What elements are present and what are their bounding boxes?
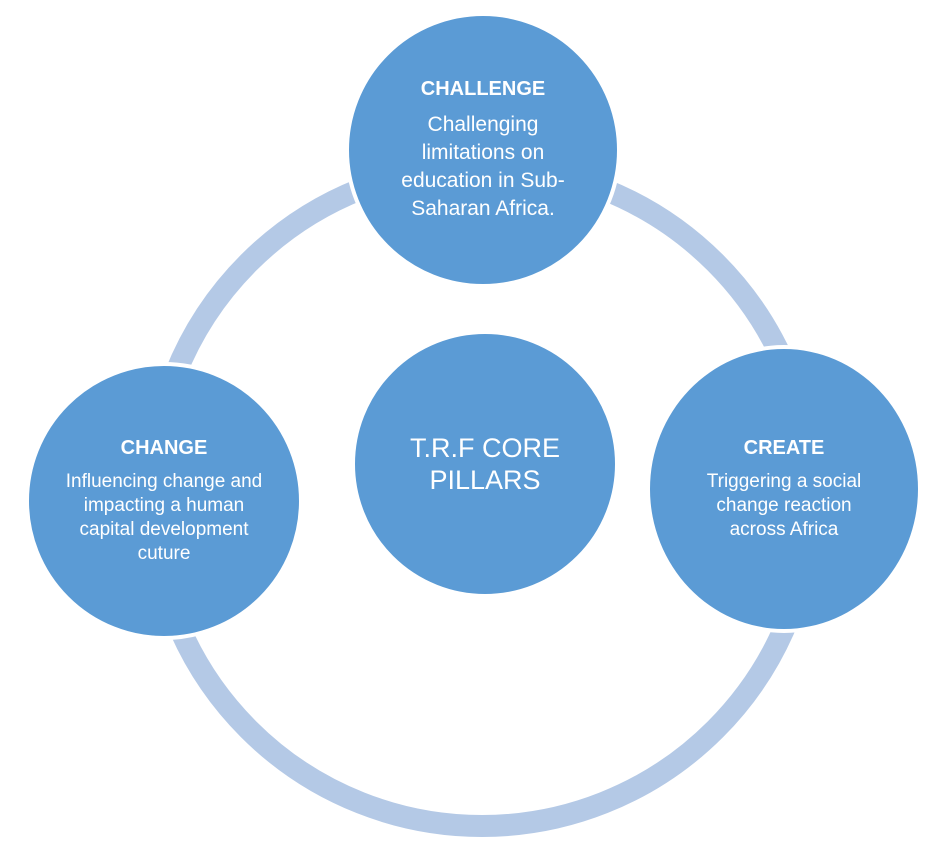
node-challenge-title: CHALLENGE <box>420 78 546 100</box>
node-change: CHANGE Influencing change and impacting … <box>25 362 303 640</box>
node-create-description: Triggering a social change reaction acro… <box>706 471 862 540</box>
node-change-description: Influencing change and impacting a human… <box>65 471 263 564</box>
center-title: T.R.F CORE PILLARS <box>409 433 560 495</box>
node-challenge: CHALLENGE Challenging limitations on edu… <box>345 12 621 288</box>
node-create: CREATE Triggering a social change reacti… <box>646 345 922 633</box>
node-challenge-description: Challenging limitations on education in … <box>401 113 565 220</box>
center-node: T.R.F CORE PILLARS <box>351 330 619 598</box>
node-create-title: CREATE <box>743 437 825 459</box>
node-change-title: CHANGE <box>120 437 208 459</box>
